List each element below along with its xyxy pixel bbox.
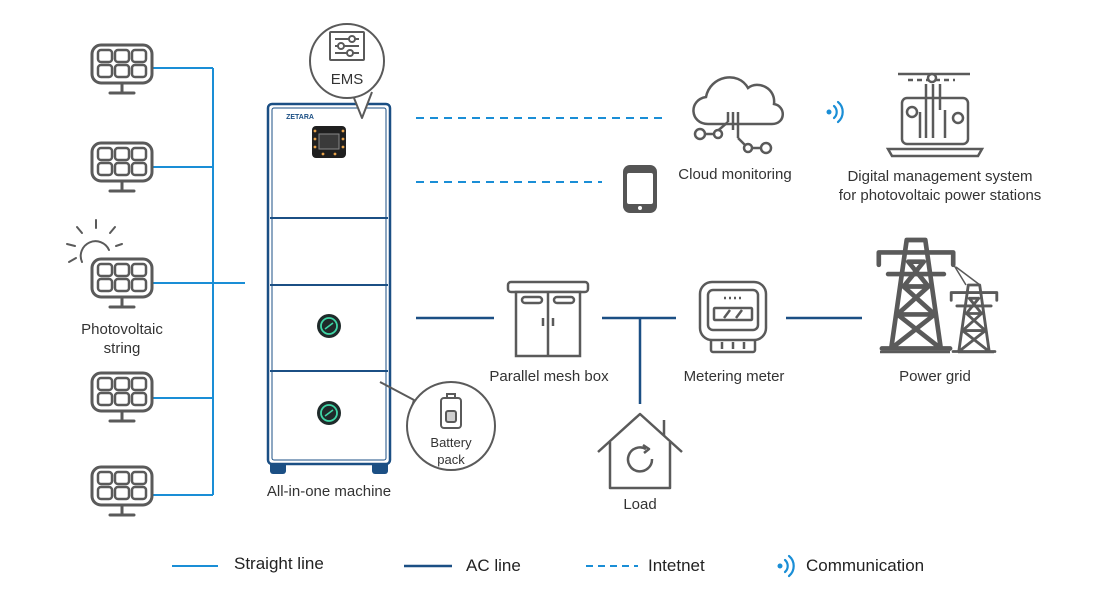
solar-panel-icon — [90, 465, 154, 517]
legend-ac-label: AC line — [466, 556, 521, 575]
sun-icon — [66, 219, 123, 263]
battery-pack-label: Battery pack — [430, 435, 472, 467]
signal-icon — [826, 100, 844, 124]
ems-sliders-icon — [329, 31, 365, 61]
brand-logo: ZETARA — [286, 114, 314, 121]
legend-samples — [172, 554, 795, 578]
ems-label: EMS — [330, 71, 364, 88]
ems-callout — [309, 23, 385, 119]
internet-lines — [416, 117, 664, 183]
legend-internet-label: Intetnet — [648, 556, 705, 575]
solar-panel-icon — [90, 43, 154, 95]
solar-panel-icon — [90, 371, 154, 423]
load-label: Load — [623, 496, 657, 513]
laptop-icon — [885, 72, 985, 158]
all-in-one-machine — [266, 102, 392, 474]
solar-panel-icon — [90, 257, 154, 309]
module-indicator-icon — [317, 314, 341, 338]
pv-string-label: Photovoltaic string — [81, 321, 163, 357]
cabinet-icon — [506, 280, 590, 358]
house-icon — [597, 412, 683, 490]
legend-comm-label: Communication — [806, 556, 925, 575]
battery-callout — [379, 381, 496, 471]
smartphone-icon — [623, 165, 657, 213]
digital-mgmt-label: Digital management system for photovolta… — [838, 168, 1042, 204]
battery-icon — [440, 393, 462, 429]
legend-straight-label: Straight line — [234, 554, 324, 573]
ac-lines — [416, 316, 862, 404]
meter-icon — [698, 280, 768, 354]
module-indicator-icon — [317, 401, 341, 425]
all-in-one-label: All-in-one machine — [266, 483, 392, 500]
cloud-label: Cloud monitoring — [678, 166, 792, 183]
parallel-box-label: Parallel mesh box — [489, 368, 609, 385]
solar-panel-icon — [90, 141, 154, 193]
cloud-icon — [692, 76, 784, 155]
legend-signal-icon — [777, 554, 795, 578]
metering-label: Metering meter — [683, 368, 785, 385]
transmission-tower-icon — [879, 240, 999, 354]
grid-label: Power grid — [899, 368, 971, 385]
